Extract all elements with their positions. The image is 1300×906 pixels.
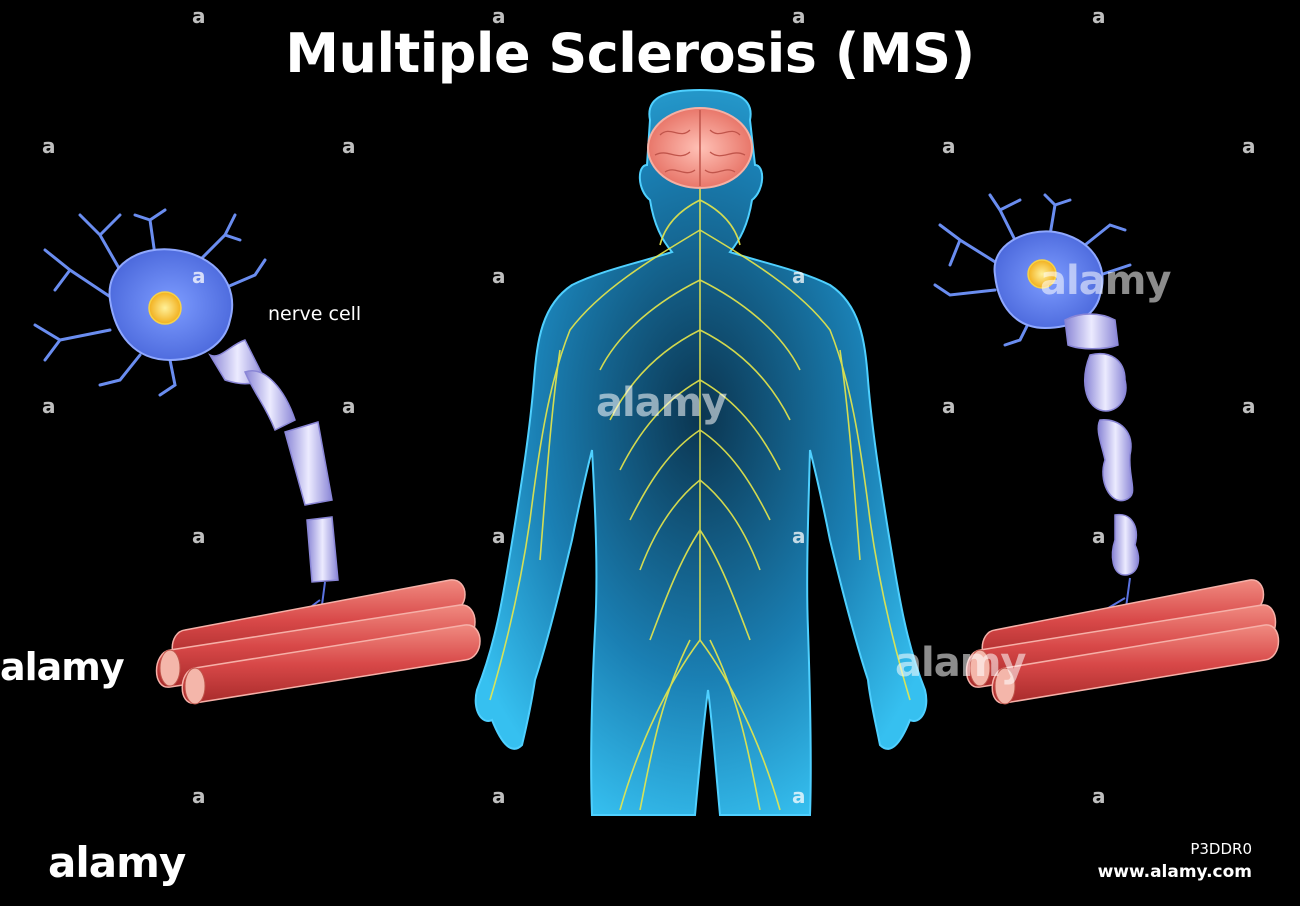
watermark-brand-right-low: alamy [895, 640, 1026, 686]
alamy-logo: alamy [48, 838, 186, 887]
watermark-a-5: a [42, 134, 56, 158]
body-silhouette [474, 88, 928, 816]
watermark-a-20: a [192, 784, 206, 808]
watermark-a-16: a [192, 524, 206, 548]
page-title: Multiple Sclerosis (MS) [285, 22, 975, 85]
watermark-a-1: a [192, 4, 206, 28]
damaged-myelin [1064, 313, 1140, 576]
myelin-sheath [208, 339, 339, 583]
muscle-fibers-right [965, 579, 1280, 705]
damaged-neuron [933, 193, 1166, 646]
watermark-a-6: a [342, 134, 356, 158]
neuron-dendrites [33, 208, 267, 397]
watermark-a-14: a [942, 394, 956, 418]
watermark-brand-center: alamy [596, 380, 727, 426]
watermark-a-8: a [1242, 134, 1256, 158]
watermark-brand-right: alamy [1040, 258, 1171, 304]
neuron-dendrites-right [933, 193, 1132, 347]
source-url: www.alamy.com [1097, 862, 1252, 882]
watermark-a-2: a [492, 4, 506, 28]
nerve-cell-label: nerve cell [268, 303, 362, 325]
muscle-fibers-left [155, 579, 481, 705]
watermark-a-23: a [1092, 784, 1106, 808]
watermark-a-3: a [792, 4, 806, 28]
watermark-a-21: a [492, 784, 506, 808]
nervous-system [489, 185, 911, 811]
watermark-a-9: a [192, 264, 206, 288]
watermark-a-13: a [342, 394, 356, 418]
watermark-a-12: a [42, 394, 56, 418]
watermark-a-17: a [492, 524, 506, 548]
watermark-a-10: a [492, 264, 506, 288]
human-body [474, 88, 928, 816]
watermark-brand-left: alamy [0, 645, 125, 689]
healthy-neuron [33, 208, 361, 646]
watermark-a-19: a [1092, 524, 1106, 548]
watermark-a-4: a [1092, 4, 1106, 28]
watermark-a-7: a [942, 134, 956, 158]
watermark-a-15: a [1242, 394, 1256, 418]
image-id: P3DDR0 [1190, 840, 1252, 858]
brain [647, 107, 753, 189]
watermark-a-22: a [792, 784, 806, 808]
neuron-nucleus-right [1027, 259, 1057, 289]
watermark-a-11: a [792, 264, 806, 288]
watermark-a-18: a [792, 524, 806, 548]
neuron-nucleus [148, 291, 182, 325]
